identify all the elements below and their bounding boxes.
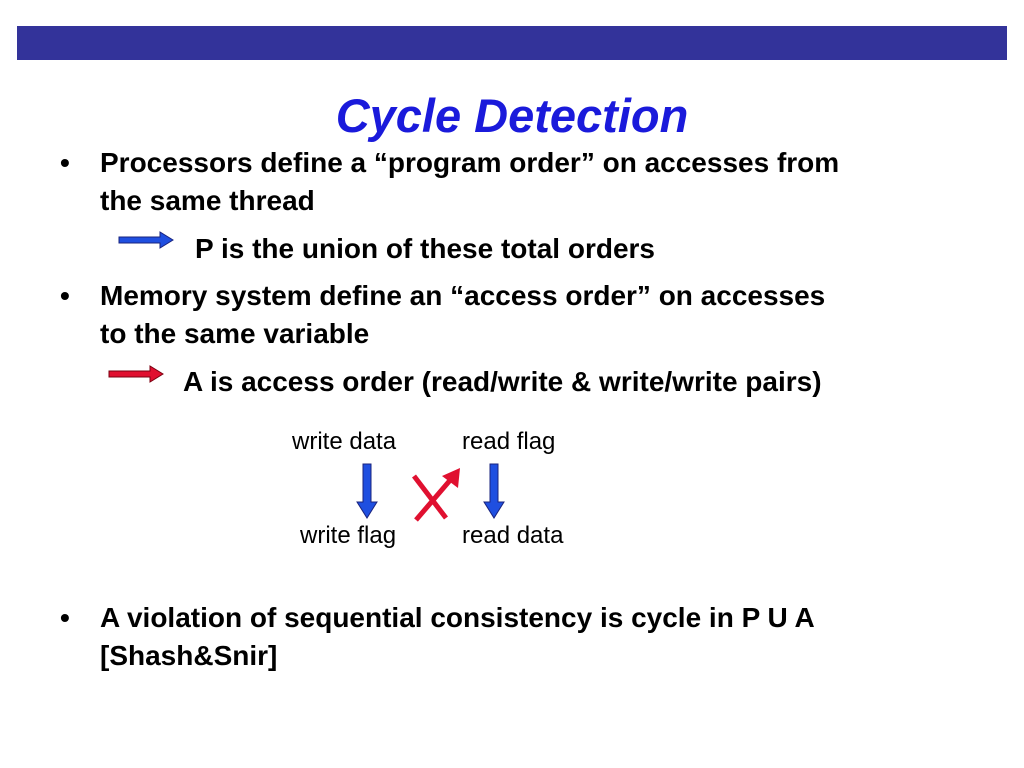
slide-title: Cycle Detection (335, 89, 689, 142)
red-x-mark-icon (412, 474, 448, 520)
diagram-label-write-flag: write flag (300, 522, 397, 549)
bullet-text-line: the same thread (100, 185, 315, 216)
bullet-marker: • (60, 602, 70, 633)
bullet-text-line: A violation of sequential consistency is… (100, 602, 815, 633)
diagram-label-read-flag: read flag (462, 428, 556, 455)
diagram-label-write-data: write data (292, 428, 397, 455)
red-right-arrow-icon (108, 365, 164, 383)
bullet-text-line: [Shash&Snir] (100, 640, 278, 671)
bullet-marker: • (60, 280, 70, 311)
access-order-arrow-diagonal (414, 468, 460, 522)
bullet-text-line: Memory system define an “access order” o… (100, 280, 826, 311)
access-order-definition: A is access order (read/write & write/wr… (183, 366, 822, 397)
program-order-definition: P is the union of these total orders (195, 233, 655, 264)
bullet-text-line: to the same variable (100, 318, 370, 349)
bullet-text-line: Processors define a “program order” on a… (100, 147, 840, 178)
diagram-label-read-data: read data (462, 522, 564, 549)
program-order-arrow-down-left (356, 463, 378, 519)
blue-right-arrow-icon (118, 231, 174, 249)
access-order-diagram (356, 463, 505, 522)
program-order-arrow-down-right (483, 463, 505, 519)
header-bar (17, 26, 1007, 60)
bullet-marker: • (60, 147, 70, 178)
